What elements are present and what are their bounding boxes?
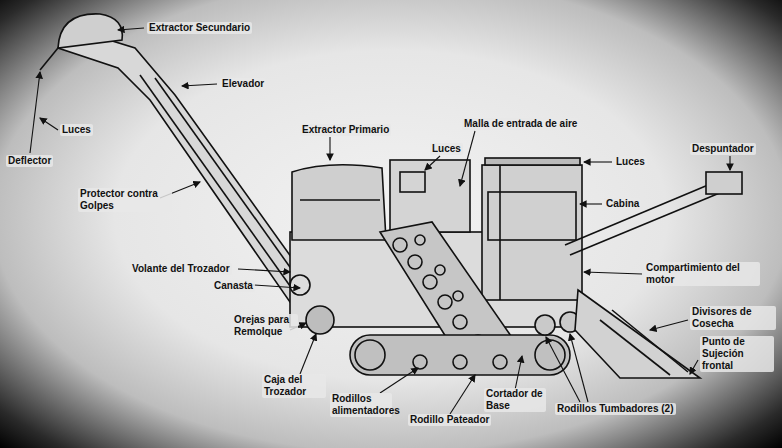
part-label: Rodillos alimentadores [330, 393, 392, 417]
part-label: Luces [60, 124, 93, 136]
part-label: Divisores de Cosecha [690, 306, 776, 330]
part-label: Malla de entrada de aire [462, 118, 579, 130]
part-label: Caja del Trozador [262, 374, 326, 398]
part-label: Punto de Sujeción frontal [700, 336, 774, 372]
part-label: Cabina [604, 198, 641, 210]
part-label: Elevador [220, 78, 266, 90]
part-label: Extractor Primario [300, 124, 391, 136]
part-label: Rodillos Tumbadores (2) [555, 403, 676, 415]
part-label: Cortador de Base [484, 388, 546, 412]
part-label: Compartimiento del motor [644, 262, 760, 286]
part-label: Extractor Secundario [147, 22, 252, 34]
part-label: Volante del Trozador [130, 263, 232, 275]
part-label: Canasta [212, 280, 255, 292]
part-label: Despuntador [690, 143, 756, 155]
part-label: Rodillo Pateador [408, 414, 491, 426]
part-label: Luces [614, 156, 647, 168]
part-label: Protector contra Golpes [78, 188, 172, 212]
part-label: Luces [430, 143, 463, 155]
part-label: Orejas para Remolque [232, 314, 298, 338]
part-label: Deflector [6, 155, 53, 167]
